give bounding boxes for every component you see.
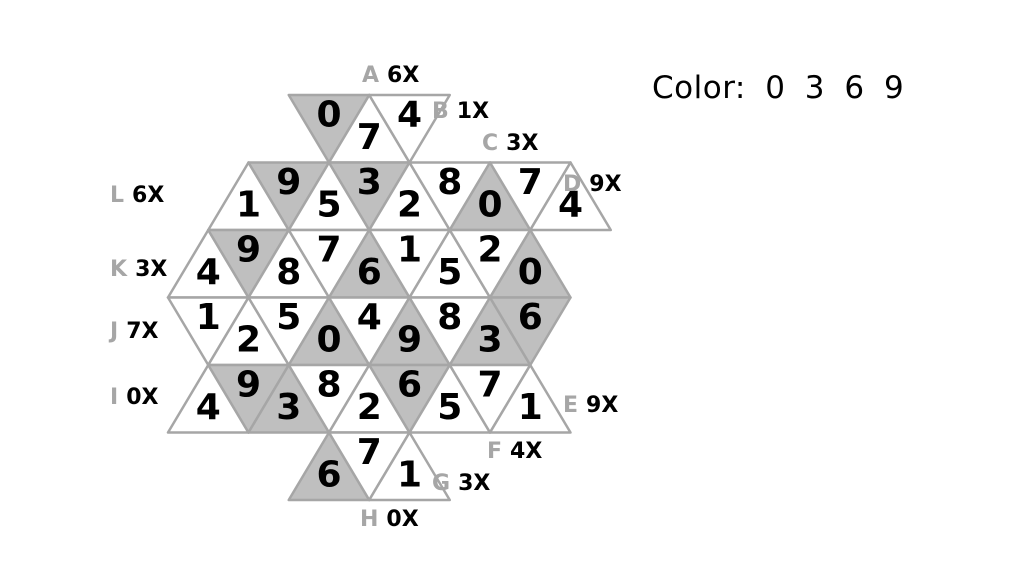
cell-number: 1 [397,455,422,496]
edge-count: 3X [506,131,538,156]
cell-number: 3 [357,162,382,203]
edge-label: L 6X [110,183,164,208]
edge-letter: G [432,471,450,496]
cell-number: 8 [437,297,462,338]
cell-number: 2 [357,387,382,428]
edge-count: 6X [132,183,164,208]
edge-count: 4X [510,439,542,464]
edge-letter: J [108,319,118,344]
cell-number: 6 [397,365,422,406]
cell-number: 1 [518,387,543,428]
cell-number: 9 [397,320,422,361]
cell-number: 3 [477,320,502,361]
triangle-cell [529,161,612,232]
cell-number: 0 [477,185,502,226]
edge-label: D 9X [563,172,622,197]
edge-count: 3X [458,471,490,496]
legend-value: 9 [883,70,905,106]
cell-number: 4 [397,95,422,136]
legend-value: 0 [765,70,786,106]
cell-number: 4 [558,185,583,226]
edge-count: 7X [126,319,158,344]
cell-number: 2 [236,320,261,361]
edge-label: K 3X [110,257,167,282]
edge-letter: H [360,507,378,532]
cell-number: 7 [477,365,502,406]
triangle-cell-shaded [488,296,572,367]
edge-count: 3X [135,257,167,282]
color-legend: Color: 0 3 6 9 [652,70,913,106]
cell-number: 4 [357,297,382,338]
edge-label: I 0X [110,385,158,410]
cell-number: 6 [316,455,341,496]
cell-number: 0 [316,95,341,136]
cell-number: 3 [276,387,301,428]
cell-number: 2 [397,185,422,226]
triangle-cell [368,431,451,502]
edge-count: 9X [586,393,618,418]
edge-count: 6X [387,63,419,88]
cell-number: 6 [357,252,382,293]
edge-count: 0X [386,507,418,532]
edge-label: H 0X [360,507,419,532]
edge-label: A 6X [362,63,419,88]
cell-number: 0 [518,252,543,293]
cell-number: 9 [236,230,261,271]
edge-letter: B [432,99,449,124]
cell-number: 7 [357,117,382,158]
cell-number: 4 [196,252,221,293]
edge-letter: D [563,172,581,197]
cell-number: 1 [236,185,261,226]
edge-letter: C [482,131,498,156]
edge-count: 9X [589,172,621,197]
cell-number: 8 [276,252,301,293]
triangle-cell [488,363,572,434]
cell-number: 7 [518,162,543,203]
edge-letter: I [110,385,118,410]
legend-value: 6 [844,70,865,106]
triangle-cell [368,93,451,164]
cell-number: 1 [196,297,221,338]
edge-count: 1X [457,99,489,124]
cell-number: 9 [276,162,301,203]
cell-number: 1 [397,230,422,271]
cell-number: 9 [236,365,261,406]
edge-labels: A 6X B 1X C 3X D 9X E 9X F 4X G 3X H 0X I 0X J 7X K 3X L 6X [108,63,622,532]
edge-label: J 7X [108,319,158,344]
edge-letter: K [110,257,128,282]
cell-number: 5 [437,252,462,293]
cell-number: 5 [276,297,301,338]
cell-number: 7 [357,432,382,473]
cell-number: 8 [437,162,462,203]
edge-label: B 1X [432,99,489,124]
cell-number: 5 [437,387,462,428]
cell-number: 2 [477,230,502,271]
legend-value: 3 [804,70,826,106]
edge-letter: F [487,439,502,464]
cell-number: 0 [316,320,341,361]
cell-number: 7 [316,230,341,271]
edge-letter: E [563,393,578,418]
edge-count: 0X [126,385,158,410]
triangle-cells: 0741953280744987615201250498364938265716… [166,93,612,502]
cell-number: 8 [316,365,341,406]
edge-label: E 9X [563,393,618,418]
edge-letter: A [362,63,379,88]
cell-number: 4 [196,387,221,428]
edge-letter: L [110,183,124,208]
edge-label: F 4X [487,439,542,464]
cell-number: 5 [316,185,341,226]
legend-label: Color: [652,70,746,106]
edge-label: G 3X [432,471,490,496]
cell-number: 6 [518,297,543,338]
edge-label: C 3X [482,131,538,156]
